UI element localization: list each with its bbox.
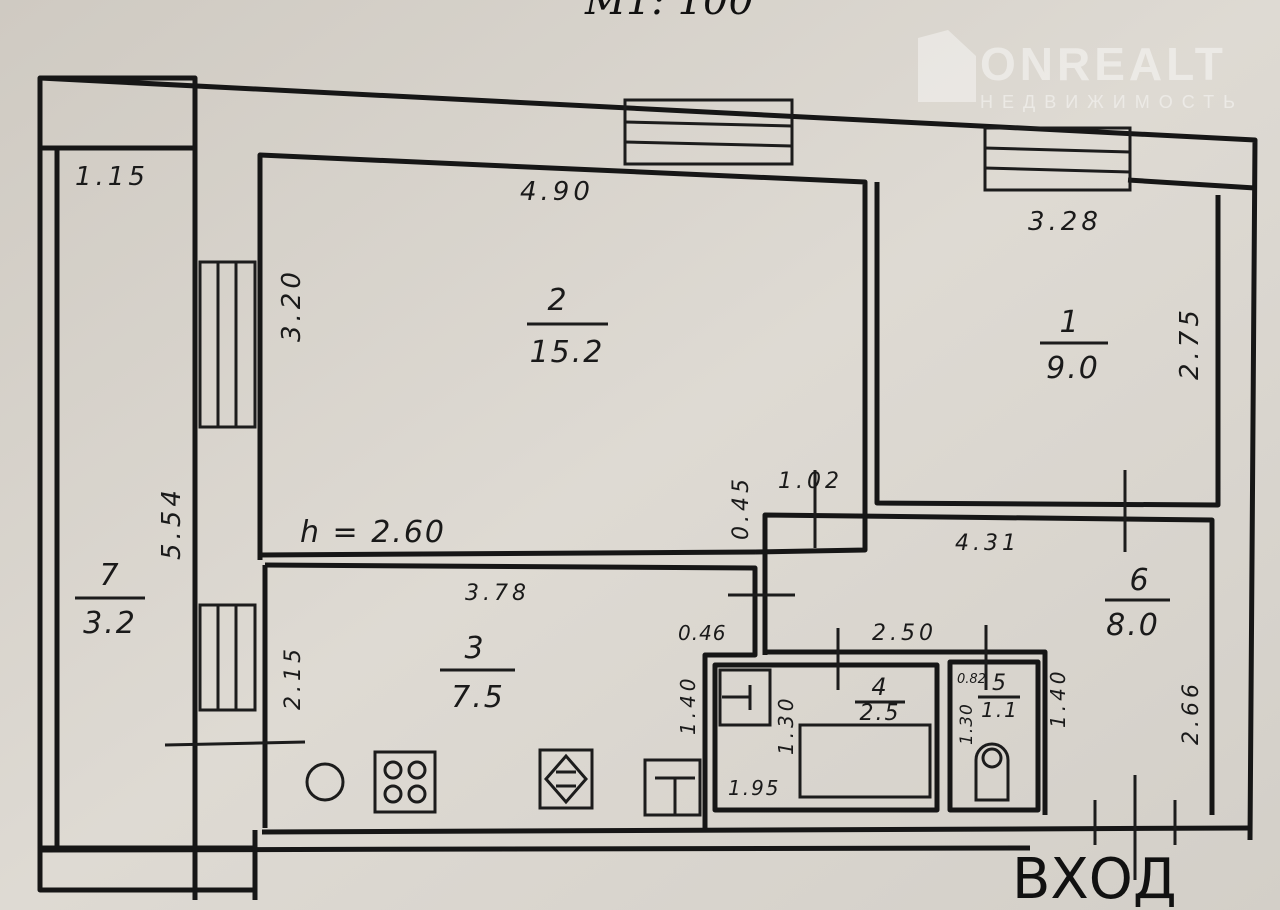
window-top-right <box>983 126 1132 192</box>
dim-kitchen-niche: 1.40 <box>676 674 700 735</box>
dim-hall-width: 4.31 <box>955 531 1020 556</box>
room-4-label: 4 2.5 <box>855 673 905 726</box>
dim-door-width: 1.02 <box>778 469 843 494</box>
dim-balcony-length: 5.54 <box>157 486 187 560</box>
dim-bath-width: 1.95 <box>728 776 781 800</box>
watermark-house-icon <box>918 30 976 102</box>
ceiling-height: h = 2.60 <box>300 515 446 550</box>
entrance-label: ВХОД <box>1012 847 1177 910</box>
window-top-left <box>623 98 794 166</box>
room-area: 7.5 <box>451 680 505 715</box>
scale-label: М1: 100 <box>584 0 754 24</box>
dim-kitchen-width: 3.78 <box>465 581 530 606</box>
room-area: 9.0 <box>1046 351 1100 386</box>
room-area: 1.1 <box>981 698 1019 722</box>
stove-icon <box>373 750 437 814</box>
dim-bath-top: 2.50 <box>872 621 937 646</box>
room-3-label: 3 7.5 <box>440 631 515 715</box>
toilet-icon <box>974 742 1010 802</box>
bathtub-icon <box>798 723 932 799</box>
room-6-label: 6 8.0 <box>1105 563 1170 643</box>
room-number: 2 <box>547 283 568 318</box>
dim-room2-width: 4.90 <box>520 177 594 207</box>
room-number: 5 <box>992 671 1008 696</box>
dimension-labels: 1.15 5.54 4.90 3.20 0.45 h = 2.60 3.28 2… <box>75 162 1205 800</box>
room-7-label: 7 3.2 <box>75 558 145 641</box>
room-1-label: 1 9.0 <box>1040 305 1108 386</box>
watermark-sub: НЕДВИЖИМОСТЬ <box>980 92 1244 112</box>
dim-kitchen-depth: 2.15 <box>281 645 306 710</box>
washbasin-icon <box>643 758 702 817</box>
dim-wc-depth: 1.30 <box>957 703 977 745</box>
window-left-lower <box>198 603 257 712</box>
dim-room1-depth: 2.75 <box>1175 306 1205 380</box>
dim-wc-side: 1.40 <box>1046 667 1070 728</box>
dim-bath-depth: 1.30 <box>774 694 798 755</box>
room-area: 8.0 <box>1106 608 1160 643</box>
room-number: 6 <box>1129 563 1150 598</box>
window-left-upper <box>198 260 257 429</box>
room-5-label: 5 1.1 <box>978 671 1020 722</box>
sink-icon <box>305 762 345 802</box>
dim-kitchen-step: 0.46 <box>678 621 727 645</box>
room-2-label: 2 15.2 <box>527 283 608 370</box>
watermark-brand: ONREALT <box>980 38 1227 90</box>
room-area: 15.2 <box>530 335 605 370</box>
dim-room1-width: 3.28 <box>1028 207 1102 237</box>
dim-wc-width: 0.82 <box>957 672 986 687</box>
dim-balcony-width: 1.15 <box>75 162 149 192</box>
dim-room2-depth: 3.20 <box>277 268 307 342</box>
dim-room2-step: 0.45 <box>729 475 754 540</box>
room-number: 3 <box>464 631 485 666</box>
room-area: 3.2 <box>83 606 137 641</box>
walls <box>37 75 1258 900</box>
room-labels: 2 15.2 1 9.0 3 7.5 6 8.0 4 2.5 5 1.1 <box>75 283 1170 726</box>
room-number: 1 <box>1059 305 1080 340</box>
watermark: ONREALT НЕДВИЖИМОСТЬ <box>918 30 1244 112</box>
room-area: 2.5 <box>860 701 901 726</box>
heater-icon <box>538 748 594 810</box>
fixtures <box>305 668 1010 817</box>
room-number: 7 <box>99 558 120 593</box>
room-number: 4 <box>871 673 888 701</box>
bath-sink-icon <box>718 668 772 727</box>
dim-hall-depth: 2.66 <box>1179 680 1204 745</box>
